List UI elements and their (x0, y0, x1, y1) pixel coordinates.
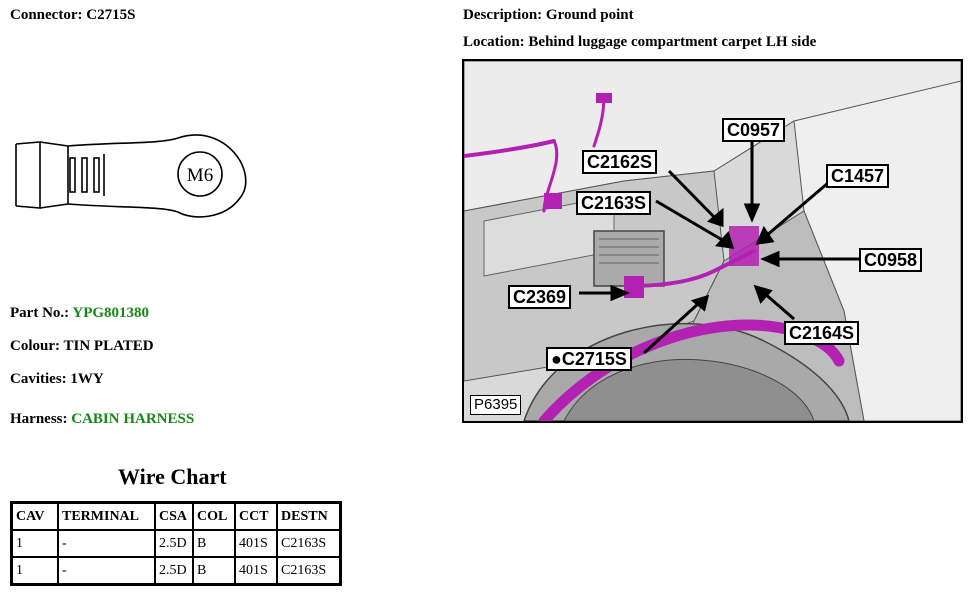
location-label: Location: (463, 34, 525, 50)
description-label: Description: (463, 7, 543, 23)
callout-c2369[interactable]: C2369 (508, 285, 572, 309)
cell-terminal: - (57, 529, 156, 558)
table-row: 1 - 2.5D B 401S C2163S (10, 529, 342, 558)
callout-c2162s[interactable]: C2162S (582, 150, 658, 174)
callout-c2715s[interactable]: ●C2715S (546, 347, 632, 371)
header-col: COL (192, 501, 236, 531)
connector-label: Connector: (10, 7, 83, 23)
cell-cct: 401S (234, 556, 278, 586)
connector-id: C2715S (86, 7, 136, 23)
colour-line: Colour: TIN PLATED (10, 337, 154, 355)
colour-value: TIN PLATED (63, 338, 154, 354)
table-header-row: CAV TERMINAL CSA COL CCT DESTN (10, 501, 342, 531)
cell-csa: 2.5D (154, 556, 194, 586)
harness-line: Harness: CABIN HARNESS (10, 410, 194, 428)
cell-csa: 2.5D (154, 529, 194, 558)
cell-cav: 1 (10, 529, 59, 558)
cell-terminal: - (57, 556, 156, 586)
part-no-link[interactable]: YPG801380 (72, 305, 150, 321)
header-csa: CSA (154, 501, 194, 531)
photo-code: P6395 (470, 395, 522, 415)
wire-chart-table: CAV TERMINAL CSA COL CCT DESTN 1 - 2.5D … (10, 501, 342, 586)
wire-chart-title: Wire Chart (118, 464, 227, 489)
callout-c0957[interactable]: C0957 (722, 118, 786, 142)
part-no-label: Part No.: (10, 305, 70, 321)
header-terminal: TERMINAL (57, 501, 156, 531)
cell-col: B (192, 556, 236, 586)
cavities-value: 1WY (70, 371, 104, 387)
header-destn: DESTN (276, 501, 342, 531)
callout-c2164s[interactable]: C2164S (784, 321, 860, 345)
header-cct: CCT (234, 501, 278, 531)
ring-terminal-drawing: M6 (15, 134, 247, 218)
stud-size-label: M6 (187, 165, 213, 186)
vehicle-illustration (464, 61, 961, 421)
description-value: Ground point (545, 7, 634, 23)
part-no-line: Part No.: YPG801380 (10, 304, 149, 322)
connector-line: Connector: C2715S (10, 6, 135, 24)
cell-col: B (192, 529, 236, 558)
cavities-label: Cavities: (10, 371, 67, 387)
description-line: Description: Ground point (463, 6, 634, 24)
callout-c2163s[interactable]: C2163S (576, 191, 652, 215)
table-row: 1 - 2.5D B 401S C2163S (10, 556, 342, 586)
cell-cav: 1 (10, 556, 59, 586)
cell-destn[interactable]: C2163S (276, 556, 342, 586)
harness-link[interactable]: CABIN HARNESS (71, 411, 195, 427)
cavities-line: Cavities: 1WY (10, 370, 104, 388)
location-value: Behind luggage compartment carpet LH sid… (528, 34, 817, 50)
cell-destn[interactable]: C2163S (276, 529, 342, 558)
header-cav: CAV (10, 501, 59, 531)
location-line: Location: Behind luggage compartment car… (463, 33, 816, 51)
callout-c0958[interactable]: C0958 (859, 248, 923, 272)
callout-c1457[interactable]: C1457 (826, 164, 890, 188)
location-photo: C0957 C2162S C1457 C2163S C0958 C2369 C2… (462, 59, 963, 423)
colour-label: Colour: (10, 338, 60, 354)
cell-cct: 401S (234, 529, 278, 558)
harness-label: Harness: (10, 411, 68, 427)
